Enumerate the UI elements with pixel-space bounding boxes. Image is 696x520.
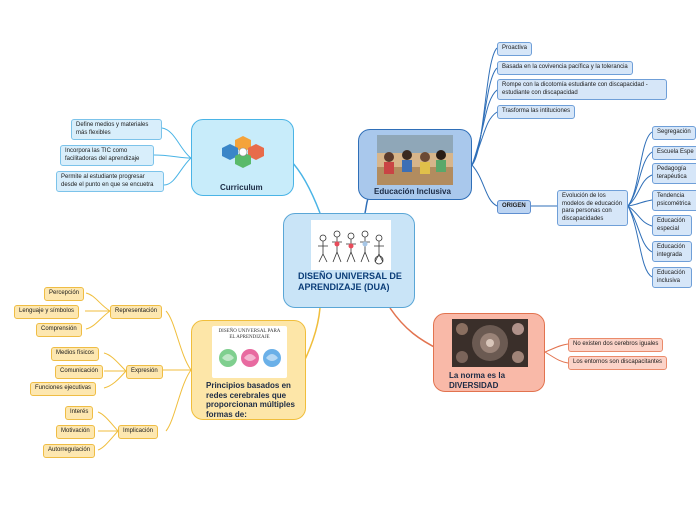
group-item[interactable]: Funciones ejecutivas	[30, 382, 97, 396]
link-model-4	[627, 199, 653, 207]
link-edu-1	[471, 47, 498, 166]
model-item[interactable]: Educación integrada	[652, 241, 692, 262]
curriculum-item[interactable]: Permite al estudiante progresar desde el…	[56, 171, 164, 192]
norma-item[interactable]: Los entornos son discapacitantes	[568, 356, 668, 370]
branch-norma-diversidad[interactable]: La norma es la DIVERSIDAD	[433, 313, 545, 392]
link-rep-3	[85, 310, 111, 330]
dua-poster: DISEÑO UNIVERSAL PARA EL APRENDIZAJE	[212, 326, 287, 378]
link-edu-2	[471, 67, 498, 166]
norma-item[interactable]: No existen dos cerebros iguales	[568, 338, 664, 352]
poster-title: DISEÑO UNIVERSAL PARA EL APRENDIZAJE	[218, 329, 281, 340]
group-item[interactable]: Percepción	[44, 287, 85, 301]
group-item[interactable]: Autorregulación	[43, 444, 96, 458]
branch-principios[interactable]: DISEÑO UNIVERSAL PARA EL APRENDIZAJE Pri…	[191, 320, 306, 420]
link-edu-3	[471, 89, 498, 166]
link-princ-rep	[165, 310, 192, 371]
link-central-curriculum	[289, 159, 321, 214]
link-norma-1	[544, 343, 569, 353]
curriculum-item[interactable]: Define medios y materiales más flexibles	[71, 119, 162, 140]
group-expresion[interactable]: Expresión	[126, 365, 163, 379]
link-exp-3	[103, 370, 127, 389]
evolucion-node[interactable]: Evolución de los modelos de educación pa…	[557, 190, 628, 226]
group-representacion[interactable]: Representación	[110, 305, 163, 319]
link-imp-1	[97, 411, 119, 432]
central-title: DISEÑO UNIVERSAL DE APRENDIZAJE (DUA)	[298, 271, 402, 292]
group-item[interactable]: Comunicación	[55, 365, 104, 379]
link-model-2	[627, 151, 653, 207]
classroom-photo	[377, 135, 453, 185]
link-norma-2	[544, 351, 569, 364]
group-item[interactable]: Medios físicos	[51, 347, 100, 361]
educacion-item[interactable]: Trasforma las intituciones	[497, 105, 576, 119]
model-item[interactable]: Segregación	[652, 126, 696, 140]
group-implicacion[interactable]: Implicación	[118, 425, 159, 439]
link-exp-1	[103, 352, 127, 372]
link-model-1	[627, 131, 653, 207]
link-curr-2	[153, 154, 192, 159]
link-edu-origen	[471, 164, 498, 207]
brain-networks-icon	[219, 349, 281, 367]
curriculum-label: Curriculum	[220, 183, 263, 192]
group-item[interactable]: Interés	[65, 406, 94, 420]
group-item[interactable]: Lenguaje y símbolos	[14, 305, 80, 319]
educacion-item[interactable]: Proactiva	[497, 42, 533, 56]
norma-label: La norma es la DIVERSIDAD	[449, 371, 506, 390]
link-model-5	[627, 205, 653, 227]
branch-curriculum[interactable]: Curriculum	[191, 119, 294, 196]
educacion-label: Educación Inclusiva	[374, 187, 451, 196]
model-item[interactable]: Educación especial	[652, 215, 692, 236]
model-item[interactable]: Educación inclusiva	[652, 267, 692, 288]
group-item[interactable]: Comprensión	[36, 323, 82, 337]
link-edu-4	[471, 111, 498, 166]
group-item[interactable]: Motivación	[56, 425, 95, 439]
origen-node[interactable]: ORIGEN	[497, 200, 531, 214]
model-item[interactable]: Pedagogía terapéutica	[652, 163, 696, 184]
model-item[interactable]: Tendencia psicométrica	[652, 190, 696, 211]
link-model-7	[627, 205, 653, 278]
link-curr-3	[163, 157, 192, 186]
educacion-item[interactable]: Rompe con la dicotomía estudiante con di…	[497, 79, 667, 100]
link-rep-1	[85, 292, 111, 312]
diversity-collage	[452, 319, 528, 367]
central-topic[interactable]: DISEÑO UNIVERSAL DE APRENDIZAJE (DUA)	[283, 213, 415, 308]
curriculum-item[interactable]: Incorpora las TIC como facilitadoras del…	[60, 145, 154, 166]
link-imp-3	[97, 430, 119, 451]
curriculum-icon	[222, 136, 264, 168]
branch-educacion-inclusiva[interactable]: Educación Inclusiva	[358, 129, 472, 200]
link-model-6	[627, 205, 653, 253]
link-model-3	[627, 174, 653, 207]
link-princ-imp	[165, 369, 192, 432]
principios-label: Principios basados en redes cerebrales q…	[206, 381, 295, 419]
central-illustration	[311, 220, 391, 270]
educacion-item[interactable]: Basada en la covivencia pacífica y la to…	[497, 61, 633, 75]
link-curr-1	[161, 127, 192, 159]
model-item[interactable]: Escuela Espe	[652, 146, 696, 160]
